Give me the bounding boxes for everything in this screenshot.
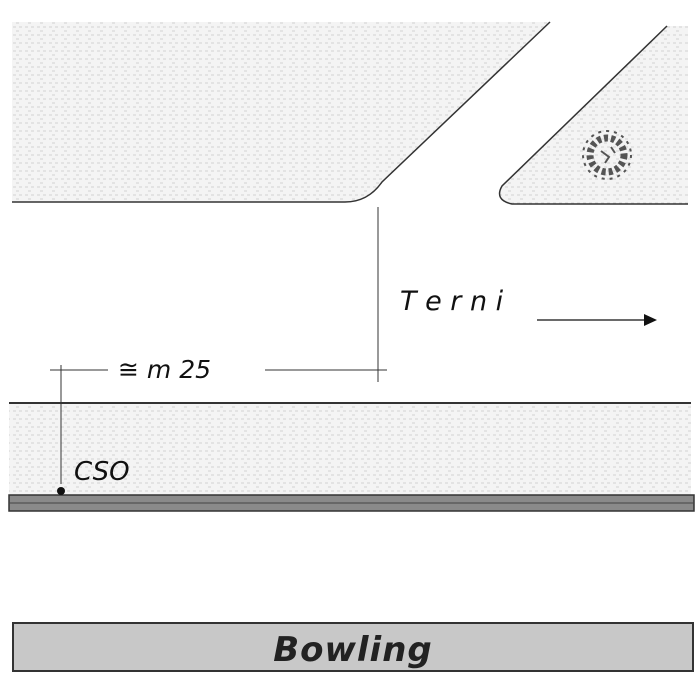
building-bowling-label: Bowling — [273, 630, 433, 670]
block-top-left — [12, 22, 550, 202]
direction-label: T e r n i — [400, 286, 504, 317]
cso-label: CSO — [74, 457, 130, 487]
building-bowling: Bowling — [12, 622, 694, 672]
arrow-right-icon — [537, 314, 657, 326]
dot-marker-icon — [57, 487, 65, 495]
distance-label: ≅ m 25 — [118, 355, 211, 384]
block-bottom — [9, 404, 691, 495]
block-top-right — [499, 26, 688, 204]
block-top-right-curb — [498, 25, 688, 205]
block-top-left-curb — [12, 21, 551, 203]
tree-icon — [582, 130, 632, 180]
